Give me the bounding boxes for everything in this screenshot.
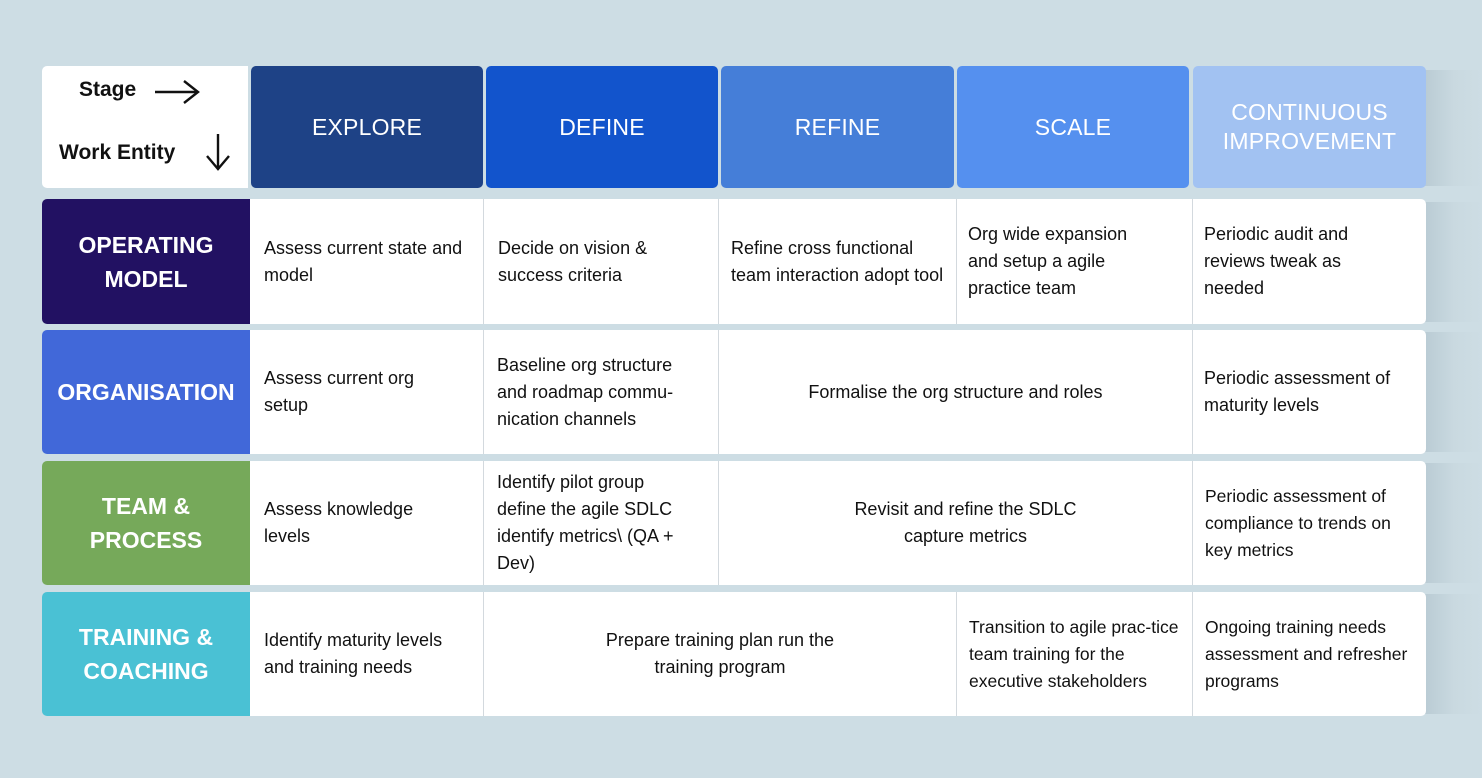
cell-operating-model-explore: Assess current state and model (250, 199, 484, 324)
cell-team-process-explore: Assess knowledge levels (250, 461, 484, 585)
row-header-operating-model: OPERATING MODEL (42, 199, 250, 324)
cell-operating-model-define: Decide on vision & success criteria (484, 199, 719, 324)
cell-training-explore: Identify maturity levels and training ne… (250, 592, 484, 716)
stage-header-refine: REFINE (721, 66, 954, 188)
cell-operating-model-refine: Refine cross functional team interaction… (719, 199, 957, 324)
cell-training-scale: Transition to agile prac-tice team train… (957, 592, 1193, 716)
cell-operating-model-continuous: Periodic audit and reviews tweak as need… (1193, 199, 1426, 324)
row-shadow (1420, 463, 1482, 583)
stage-header-explore: EXPLORE (251, 66, 483, 188)
stage-header-continuous-improvement: CONTINUOUS IMPROVEMENT (1193, 66, 1426, 188)
row-header-organisation: ORGANISATION (42, 330, 250, 454)
row-header-training-coaching: TRAINING & COACHING (42, 592, 250, 716)
cell-organisation-refine-scale: Formalise the org structure and roles (719, 330, 1193, 454)
row-shadow (1420, 594, 1482, 714)
work-entity-label: Work Entity (59, 141, 176, 164)
cell-operating-model-scale: Org wide expansion and setup a agile pra… (957, 199, 1193, 324)
cell-training-define-refine: Prepare training plan run the training p… (484, 592, 957, 716)
stage-header-define: DEFINE (486, 66, 718, 188)
row-shadow (1420, 332, 1482, 452)
arrow-right-icon (155, 80, 200, 104)
cell-training-continuous: Ongoing training needs assessment and re… (1193, 592, 1426, 716)
cell-team-process-continuous: Periodic assessment of compliance to tre… (1193, 461, 1426, 585)
cell-organisation-explore: Assess current org setup (250, 330, 484, 454)
cell-organisation-define: Baseline org structure and roadmap commu… (484, 330, 719, 454)
stage-header-scale: SCALE (957, 66, 1189, 188)
cell-team-process-refine-scale: Revisit and refine the SDLC capture metr… (719, 461, 1193, 585)
header-shadow (1420, 70, 1482, 186)
stage-label: Stage (79, 78, 137, 101)
cell-team-process-define: Identify pilot group define the agile SD… (484, 461, 719, 585)
row-shadow (1420, 202, 1482, 322)
row-header-team-process: TEAM & PROCESS (42, 461, 250, 585)
cell-organisation-continuous: Periodic assessment of maturity levels (1193, 330, 1426, 454)
corner-legend: Stage Work Entity (42, 66, 248, 188)
arrow-down-icon (206, 134, 230, 171)
